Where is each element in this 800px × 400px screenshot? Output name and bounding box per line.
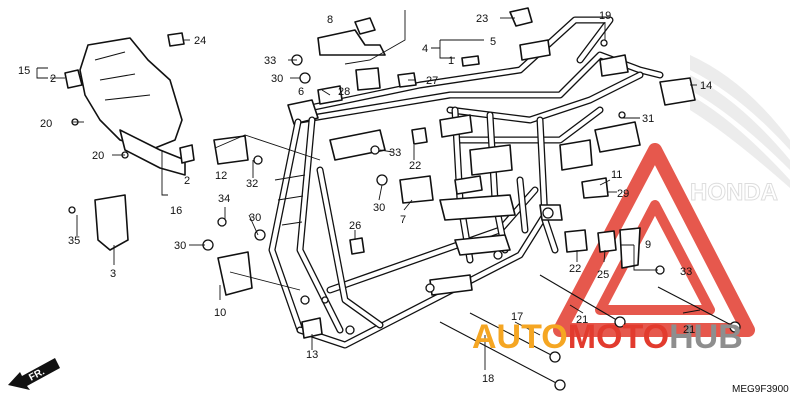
- callout-13: 13: [306, 349, 318, 361]
- callout-11: 11: [611, 169, 622, 181]
- watermark-part3: HUB: [669, 318, 743, 356]
- honda-wing-logo: HONDA: [690, 55, 790, 207]
- watermark-part2: MOTO: [568, 318, 669, 356]
- diagram-code: MEG9F3900: [732, 384, 789, 395]
- callout-30: 30: [249, 212, 261, 224]
- long-bolts: [439, 274, 741, 391]
- callout-33: 33: [264, 55, 276, 67]
- callout-20: 20: [92, 150, 104, 162]
- callout-20: 20: [40, 118, 52, 130]
- callout-30: 30: [271, 73, 283, 85]
- callout-12: 12: [215, 170, 227, 182]
- callout-33: 33: [389, 147, 401, 159]
- head-cover-assembly: [64, 37, 195, 176]
- small-parts: [94, 7, 696, 339]
- callout-31: 31: [642, 113, 654, 125]
- leader-lines: [36, 10, 701, 370]
- callout-22: 22: [569, 263, 581, 275]
- callout-30: 30: [174, 240, 186, 252]
- main-frame: [268, 16, 664, 349]
- callout-29: 29: [617, 188, 629, 200]
- watermark-text: AUTOMOTOHUB: [472, 318, 743, 356]
- callout-5: 5: [490, 36, 496, 48]
- callout-30: 30: [373, 202, 385, 214]
- callout-26: 26: [349, 220, 361, 232]
- callout-14: 14: [700, 80, 712, 92]
- callout-7: 7: [400, 214, 406, 226]
- callout-9: 9: [645, 239, 651, 251]
- callout-18: 18: [482, 373, 494, 385]
- callout-27: 27: [426, 75, 438, 87]
- front-direction-arrow: FR.: [8, 358, 60, 390]
- callout-33: 33: [680, 266, 692, 278]
- callout-3: 3: [110, 268, 116, 280]
- callout-6: 6: [298, 86, 304, 98]
- callout-16: 16: [170, 205, 182, 217]
- callout-2: 2: [50, 73, 56, 85]
- watermark-part1: AUTO: [472, 318, 568, 356]
- callout-1: 1: [448, 55, 454, 67]
- brand-word: HONDA: [690, 179, 778, 206]
- callout-4: 4: [422, 43, 428, 55]
- callout-10: 10: [214, 307, 226, 319]
- callout-32: 32: [246, 178, 258, 190]
- callout-19: 19: [599, 10, 611, 22]
- callout-28: 28: [338, 86, 350, 98]
- callout-8: 8: [327, 14, 333, 26]
- callout-23: 23: [476, 13, 488, 25]
- callout-21: 21: [683, 324, 695, 336]
- callout-22: 22: [409, 160, 421, 172]
- callout-21: 21: [576, 314, 588, 326]
- callout-17: 17: [511, 311, 523, 323]
- callout-2: 2: [184, 175, 190, 187]
- svg-text:AUTOMOTOHUB: AUTOMOTOHUB: [472, 318, 743, 356]
- callout-34: 34: [218, 193, 230, 205]
- callout-35: 35: [68, 235, 80, 247]
- callout-24: 24: [194, 35, 206, 47]
- callout-labels: 1 2 2 3 4 5 6 7 8 9 10 11 12 13 14 15 16…: [18, 10, 712, 385]
- callout-15: 15: [18, 65, 30, 77]
- callout-25: 25: [597, 269, 609, 281]
